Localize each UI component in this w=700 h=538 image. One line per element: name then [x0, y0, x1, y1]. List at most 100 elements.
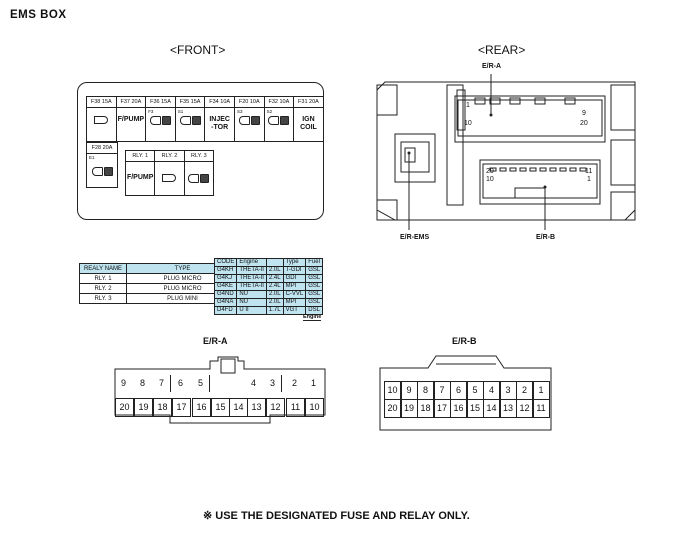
horn-icon: [94, 116, 109, 124]
code-table-head-cell: CODE: [213, 258, 238, 267]
connector-b-pin: 17: [433, 399, 451, 418]
connector-a-pin: 18: [153, 398, 172, 417]
sensor-icon: [238, 116, 250, 125]
battery-icon: [200, 174, 210, 183]
fuse-header: F31 20A: [294, 97, 323, 108]
relay-header: RLY. 2: [155, 151, 184, 162]
connector-b-pin: 12: [516, 399, 533, 418]
sensor-icon: [188, 174, 200, 183]
relay-table-head-cell: REALY NAME: [79, 263, 127, 274]
fuse-header: F38 15A: [87, 97, 116, 108]
code-table-cell: GSL: [305, 266, 324, 275]
connector-b-pin: 13: [499, 399, 517, 418]
battery-icon: [280, 116, 290, 125]
connector-a-pin: 4: [250, 378, 256, 388]
sensor-icon: [91, 167, 103, 177]
relay-body: F/PUMP: [126, 174, 154, 181]
fuse-body: [87, 108, 116, 125]
era-pin-1: 1: [466, 102, 470, 109]
erb-pin-11: 11: [585, 168, 593, 175]
code-table-cell: THETA-II: [236, 282, 267, 291]
relay-body: [185, 162, 213, 183]
code-table-cell: G4NA: [213, 298, 238, 307]
code-table-cell: GDI: [282, 274, 307, 283]
connector-b-pin: 14: [483, 399, 500, 418]
connector-b-pin: 5: [466, 381, 484, 400]
connector-a-pin: 19: [134, 398, 153, 417]
fuse-sublabel: E1: [89, 155, 95, 160]
connector-a-pin: 1: [310, 378, 316, 388]
code-table-head-cell: Fuel: [305, 258, 324, 267]
battery-icon: [191, 116, 201, 125]
connector-b-label: E/R-B: [452, 336, 477, 346]
code-table-cell: C-VVL: [282, 290, 307, 299]
connector-a-pin: 2: [291, 378, 297, 388]
fuse-f28: F28 20A E1: [86, 142, 118, 188]
code-table-head-cell: [265, 258, 284, 267]
engine-note: Engine: [303, 314, 322, 321]
relay-body: [155, 162, 183, 183]
fuse-header: F20 10A: [234, 97, 264, 108]
connector-b-pin: 7: [433, 381, 451, 400]
relay-table-cell: RLY. 1: [79, 273, 127, 284]
fuse-header: F37 20A: [116, 97, 146, 108]
sensor-icon: [238, 116, 260, 125]
connector-b-pin: 15: [466, 399, 484, 418]
rear-view-diagram: [376, 74, 636, 230]
sensor-icon: [268, 116, 290, 125]
connector-a-pin: 20: [115, 398, 134, 417]
fuse-body: [176, 108, 205, 125]
footnote: ※ USE THE DESIGNATED FUSE AND RELAY ONLY…: [203, 510, 470, 522]
code-table-cell: G4ND: [213, 290, 238, 299]
code-table-cell: U II: [236, 306, 267, 315]
code-table-cell: MPI: [282, 298, 307, 307]
fuse-body: INJEC -TOR: [209, 116, 230, 131]
connector-a-outline: [114, 356, 326, 424]
erb-pin-10: 10: [486, 176, 494, 183]
code-table-cell: NU: [236, 298, 267, 307]
code-table-cell: 2.4L: [265, 274, 284, 283]
front-view-box: [77, 82, 324, 220]
connector-b-pin: 8: [417, 381, 434, 400]
connector-a-label: E/R-A: [203, 336, 228, 346]
fuse-header: F34 10A: [205, 97, 234, 108]
fuse-body: [146, 108, 175, 125]
era-pin-9: 9: [582, 110, 586, 117]
connector-b-pin: 6: [450, 381, 467, 400]
connector-a-pin: 8: [139, 378, 145, 388]
code-table-cell: G4KH: [213, 266, 238, 275]
code-table-head-cell: Engine: [236, 258, 267, 267]
code-table-cell: NU: [236, 290, 267, 299]
fuse-header: F35 15A: [175, 97, 205, 108]
fuse-icon-area: [87, 154, 117, 181]
sensor-icon: [179, 116, 191, 125]
sensor-icon: [188, 174, 210, 183]
sensor-icon: [179, 116, 201, 125]
sensor-icon: [149, 116, 161, 125]
relay-header: RLY. 3: [184, 151, 213, 162]
connector-a-pin: 12: [266, 398, 285, 417]
fuse-body: [235, 108, 264, 125]
code-table-cell: G4KE: [213, 282, 238, 291]
era-pin-10: 10: [464, 120, 472, 127]
horn-icon: [162, 174, 177, 182]
code-table-cell: D4FD: [213, 306, 238, 315]
connector-b-pin: 11: [532, 399, 550, 418]
connector-b-pin: 20: [384, 399, 401, 418]
connector-a-pin: 16: [192, 398, 211, 417]
relay-cell: RLY. 3: [184, 151, 213, 195]
code-table-cell: THETA-II: [236, 274, 267, 283]
battery-icon: [161, 116, 171, 125]
relay-table-cell: RLY. 2: [79, 283, 127, 294]
connector-a-pin: 7: [153, 375, 171, 392]
connector-a-pin: 5: [192, 375, 210, 392]
connector-a-pin: 15: [211, 398, 230, 417]
